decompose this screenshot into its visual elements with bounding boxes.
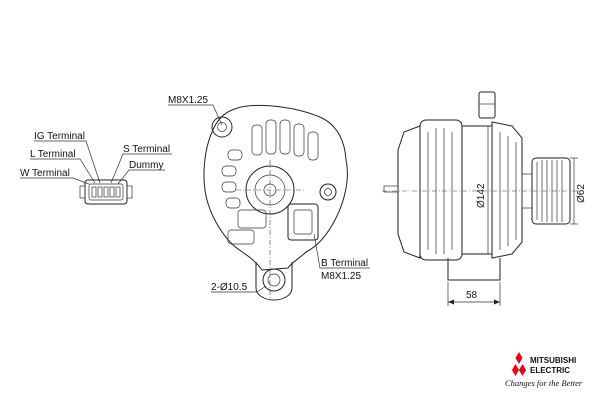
dim-58-arrow-right xyxy=(494,299,500,305)
hole-label: 2-Ø10.5 xyxy=(211,282,248,293)
side-top-connector xyxy=(478,91,496,119)
dummy-leader xyxy=(117,169,165,185)
bottom-mount-hole xyxy=(267,273,281,287)
bottom-mount-ring xyxy=(262,268,286,292)
connector-inner xyxy=(88,183,124,201)
bottom-mount-ear xyxy=(255,262,293,301)
b-terminal-label: B Terminal xyxy=(321,258,368,269)
connector-detail: IG Terminal L Terminal W Terminal S Term… xyxy=(20,131,172,205)
b-terminal-leader xyxy=(313,233,370,269)
brand-name-line1: MITSUBISHI xyxy=(530,356,576,365)
l-leader xyxy=(30,158,96,184)
w-terminal-label: W Terminal xyxy=(20,168,70,179)
b-terminal-thread xyxy=(324,188,332,196)
connector-pin-l xyxy=(97,186,103,198)
top-mount-hole xyxy=(217,122,227,132)
connector-pin-dummy xyxy=(115,186,121,198)
s-terminal-label: S Terminal xyxy=(123,144,170,155)
connector-latch-right xyxy=(126,185,133,199)
regulator-socket xyxy=(287,203,319,241)
s-leader xyxy=(110,153,172,184)
side-rear-frame xyxy=(419,119,463,261)
m8-top-leader xyxy=(168,104,223,126)
brand-logo: MITSUBISHI ELECTRIC Changes for the Bett… xyxy=(505,352,583,388)
rear-view: M8X1.25 xyxy=(168,95,370,301)
dim-58-arrow-left xyxy=(448,299,454,305)
side-view: Ø142 Ø62 58 xyxy=(382,91,587,306)
vent-slots xyxy=(221,119,319,209)
dim-58-label: 58 xyxy=(466,290,478,301)
brand-tagline: Changes for the Better xyxy=(505,378,583,388)
w-leader xyxy=(20,177,90,185)
connector-pin-w xyxy=(91,186,97,198)
terminal-block xyxy=(227,229,255,245)
brand-name-line2: ELECTRIC xyxy=(530,366,570,375)
connector-pin-s xyxy=(109,186,115,198)
ig-terminal-label: IG Terminal xyxy=(34,131,85,142)
hole-leader xyxy=(211,285,267,293)
b-terminal-stud xyxy=(319,183,337,201)
regulator-socket-inner xyxy=(293,209,313,235)
dim-142-label: Ø142 xyxy=(476,183,487,208)
m8-top-label: M8X1.25 xyxy=(168,95,208,106)
dummy-label: Dummy xyxy=(129,160,163,171)
m8-bottom-label: M8X1.25 xyxy=(321,271,361,282)
connector-latch-left xyxy=(79,185,86,199)
top-mount-ear xyxy=(211,116,233,138)
housing-outline xyxy=(203,104,348,271)
connector-body xyxy=(84,179,128,205)
ig-leader xyxy=(34,140,101,184)
side-rear-cover xyxy=(397,125,421,259)
side-front-frame xyxy=(491,121,523,259)
rectifier-block xyxy=(237,209,267,229)
connector-pin-ig xyxy=(103,186,109,198)
l-terminal-label: L Terminal xyxy=(30,149,76,160)
three-diamonds-icon xyxy=(512,352,526,376)
side-bottom-foot xyxy=(447,258,501,281)
dim-62-label: Ø62 xyxy=(576,184,587,203)
